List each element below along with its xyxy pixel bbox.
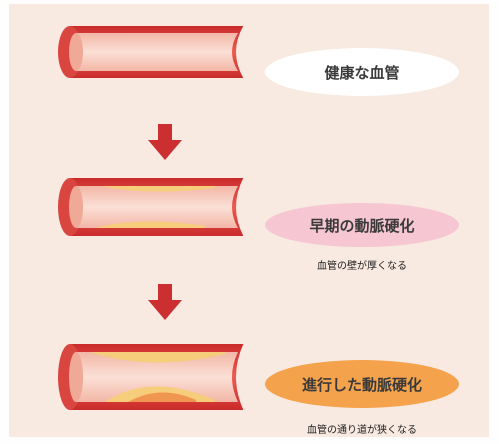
stage-label-early: 早期の動脈硬化 bbox=[265, 203, 459, 247]
stage-label-healthy: 健康な血管 bbox=[265, 48, 459, 96]
stage-title: 健康な血管 bbox=[324, 62, 399, 83]
vessel-healthy bbox=[58, 26, 245, 78]
stage-caption: 血管の通り道が狭くなる bbox=[265, 421, 459, 436]
vessel-advanced bbox=[58, 344, 245, 410]
stage-caption: 血管の壁が厚くなる bbox=[265, 257, 459, 272]
stage-title: 進行した動脈硬化 bbox=[302, 374, 422, 395]
arrow-down-icon bbox=[148, 284, 182, 320]
vessel-early bbox=[58, 178, 245, 236]
stage-title: 早期の動脈硬化 bbox=[309, 215, 414, 236]
stage-label-advanced: 進行した動脈硬化 bbox=[265, 360, 459, 408]
arrow-down-icon bbox=[148, 124, 182, 160]
